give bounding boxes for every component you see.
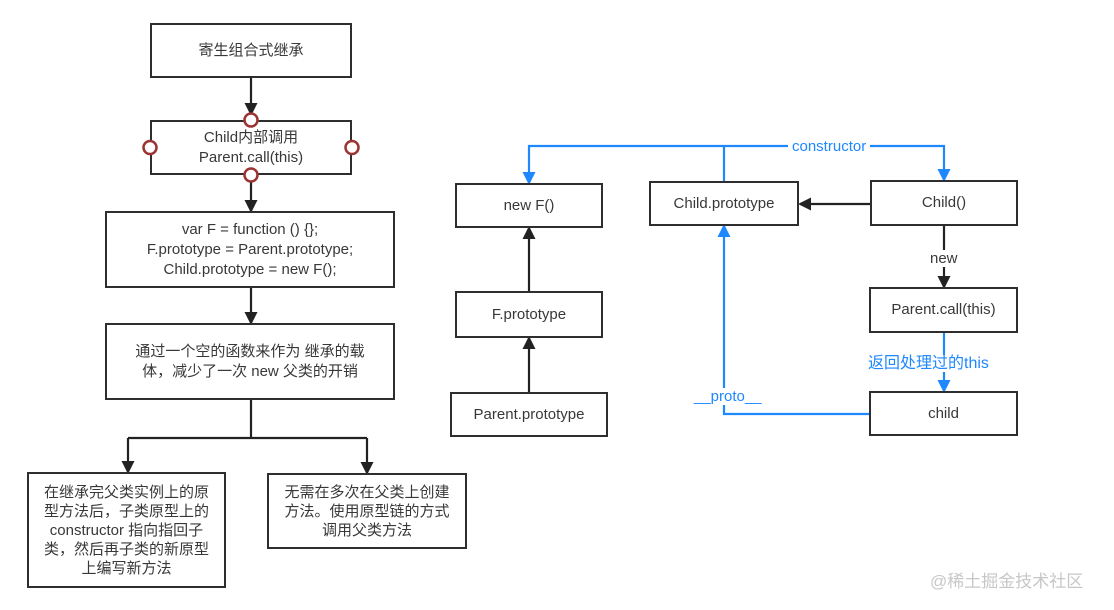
node-child-instance: child bbox=[869, 391, 1018, 436]
flow-box-method-note: 无需在多次在父类上创建 方法。使用原型链的方式 调用父类方法 bbox=[267, 473, 467, 549]
arrow-constructor-to-newf bbox=[522, 144, 724, 185]
flow-box-parasitic-inheritance: 寄生组合式继承 bbox=[150, 23, 352, 78]
edge-label-new: new bbox=[926, 250, 962, 267]
node-parent-prototype: Parent.prototype bbox=[450, 392, 608, 437]
node-child-function: Child() bbox=[870, 180, 1018, 226]
node-new-f: new F() bbox=[455, 183, 603, 228]
flow-box-code-snippet: var F = function () {}; F.prototype = Pa… bbox=[105, 211, 395, 288]
flow-box-empty-function-purpose: 通过一个空的函数来作为 继承的载 体，减少了一次 new 父类的开销 bbox=[105, 323, 395, 400]
node-child-prototype: Child.prototype bbox=[649, 181, 799, 226]
node-f-prototype: F.prototype bbox=[455, 291, 603, 338]
node-parent-call-this: Parent.call(this) bbox=[869, 287, 1018, 333]
flow-box-constructor-note: 在继承完父类实例上的原 型方法后，子类原型上的 constructor 指向指回… bbox=[27, 472, 226, 588]
edge-label-return-this: 返回处理过的this bbox=[864, 355, 993, 372]
arrow-proto-child-to-childprototype bbox=[717, 224, 869, 416]
edge-label-proto: __proto__ bbox=[690, 388, 766, 405]
watermark-text: @稀土掘金技术社区 bbox=[930, 572, 1084, 591]
flow-box-child-calls-parent: Child内部调用 Parent.call(this) bbox=[150, 120, 352, 175]
edge-label-constructor: constructor bbox=[788, 138, 871, 155]
